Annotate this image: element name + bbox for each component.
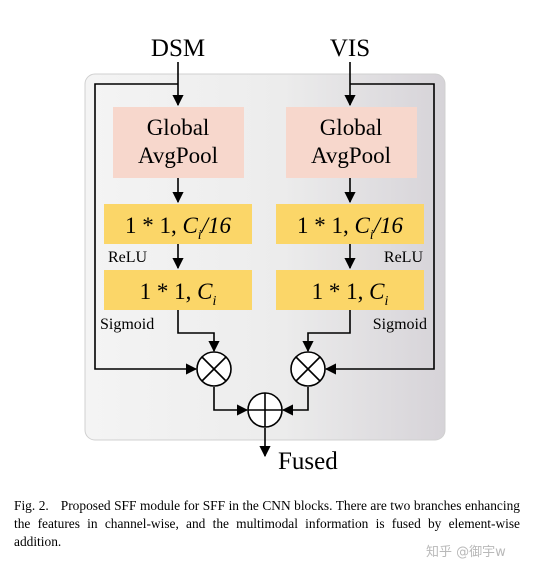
right-conv1-label: 1 * 1, Ci/16 [297, 213, 404, 243]
skip-right-to-multiply [324, 83, 435, 375]
right-global-avgpool-box [286, 107, 417, 178]
figure-caption: Fig. 2.Proposed SFF module for SFF in th… [14, 497, 520, 551]
skip-left-to-multiply [94, 83, 198, 375]
right-pool-line1: Global [320, 115, 383, 140]
arrow-right-multiply-to-add [281, 387, 309, 416]
right-sigmoid-label: Sigmoid [373, 316, 427, 333]
left-global-avgpool-box [113, 107, 244, 178]
input-label-dsm: DSM [151, 35, 205, 62]
left-multiply-operator [196, 351, 232, 387]
right-branch: Global AvgPool 1 * 1, Ci/16 ReLU 1 * 1, … [276, 107, 427, 333]
left-pool-line1: Global [147, 115, 210, 140]
connectors [94, 62, 435, 458]
left-pool-line2: AvgPool [138, 143, 218, 168]
left-branch: Global AvgPool 1 * 1, Ci/16 ReLU 1 * 1, … [100, 107, 252, 333]
right-conv2-box [276, 270, 424, 310]
arrow-right-conv2-to-multiply [302, 310, 351, 353]
left-relu-label: ReLU [108, 249, 148, 266]
right-pool-line2: AvgPool [311, 143, 391, 168]
arrow-left-conv2-to-multiply [177, 310, 220, 353]
arrow-left-multiply-to-add [213, 387, 249, 416]
figure-label: Fig. 2. [14, 498, 49, 513]
right-conv2-label: 1 * 1, Ci [312, 279, 389, 309]
left-conv2-box [104, 270, 252, 310]
left-conv1-box [104, 204, 252, 244]
right-multiply-operator [290, 351, 326, 387]
output-label-fused: Fused [278, 448, 338, 475]
caption-text: Proposed SFF module for SFF in the CNN b… [14, 498, 520, 549]
watermark: 知乎 @御宇w [426, 545, 506, 560]
left-conv1-label: 1 * 1, Ci/16 [125, 213, 232, 243]
right-relu-label: ReLU [384, 249, 424, 266]
input-label-vis: VIS [330, 35, 370, 62]
sff-module-diagram: DSM VIS Global AvgPool 1 * 1, Ci/16 ReLU… [84, 35, 446, 475]
left-conv2-label: 1 * 1, Ci [140, 279, 217, 309]
add-operator [247, 392, 283, 428]
right-conv1-box [276, 204, 424, 244]
left-sigmoid-label: Sigmoid [100, 316, 154, 333]
